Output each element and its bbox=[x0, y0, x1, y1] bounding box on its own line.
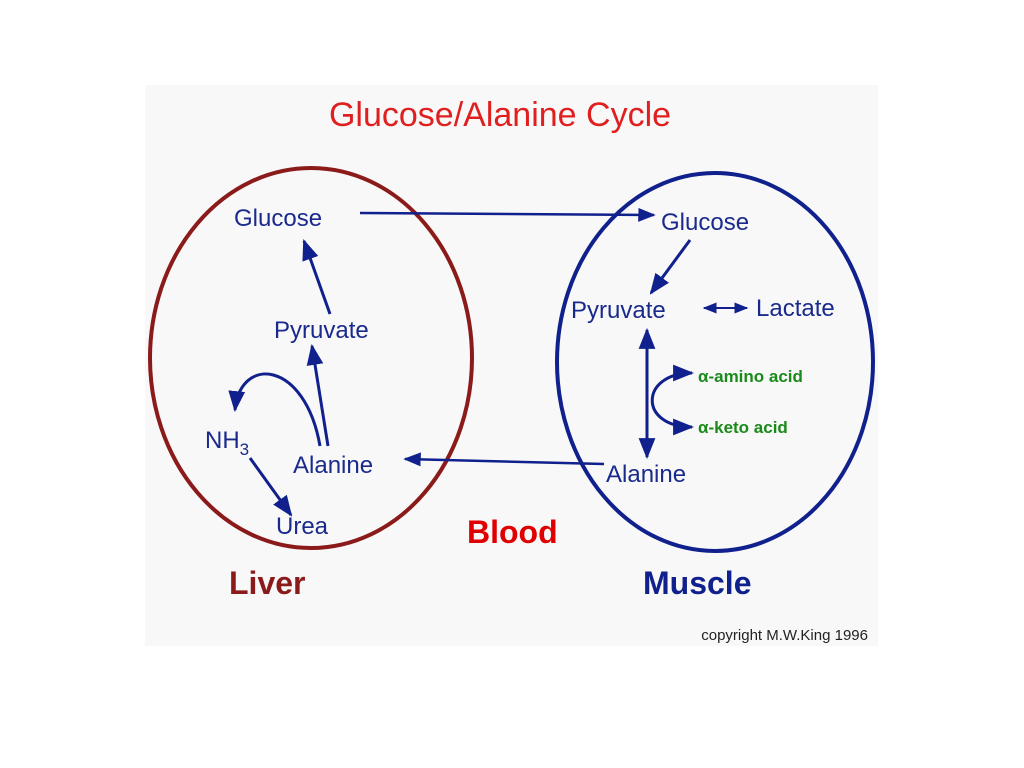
nh3-label: NH3 bbox=[205, 427, 249, 459]
copyright-notice: copyright M.W.King 1996 bbox=[701, 627, 868, 644]
urea-label: Urea bbox=[276, 513, 329, 540]
muscle-compartment bbox=[555, 171, 875, 553]
lactate-label: Lactate bbox=[756, 295, 835, 322]
diagram-title: Glucose/Alanine Cycle bbox=[329, 96, 671, 134]
alpha-amino-acid-label: α-amino acid bbox=[698, 367, 803, 386]
liver-label: Liver bbox=[229, 565, 305, 601]
alpha-keto-acid-label: α-keto acid bbox=[698, 418, 788, 437]
muscle-alanine-label: Alanine bbox=[606, 461, 686, 488]
alanine-transport-arrow bbox=[403, 452, 605, 467]
liver-pyruvate-to-glucose-arrow bbox=[302, 239, 332, 315]
liver-alanine-to-pyruvate-arrow bbox=[306, 343, 330, 447]
liver-alanine-label: Alanine bbox=[293, 452, 373, 479]
liver-transamination-arrow bbox=[228, 372, 322, 447]
liver-pyruvate-label: Pyruvate bbox=[274, 317, 369, 344]
muscle-pyruvate-label: Pyruvate bbox=[571, 297, 666, 324]
nh3-base: NH bbox=[205, 427, 240, 454]
muscle-glucose-label: Glucose bbox=[661, 209, 749, 236]
nh3-to-urea-arrow bbox=[248, 457, 293, 517]
muscle-label: Muscle bbox=[643, 565, 751, 601]
liver-glucose-label: Glucose bbox=[234, 205, 322, 232]
muscle-transamination-arrow bbox=[650, 364, 695, 436]
muscle-glucose-to-pyruvate-arrow bbox=[649, 239, 692, 295]
liver-compartment bbox=[148, 166, 474, 550]
blood-label: Blood bbox=[467, 514, 558, 550]
nh3-subscript: 3 bbox=[240, 440, 249, 459]
diagram-panel bbox=[145, 85, 878, 646]
glucose-transport-arrow bbox=[359, 207, 656, 222]
